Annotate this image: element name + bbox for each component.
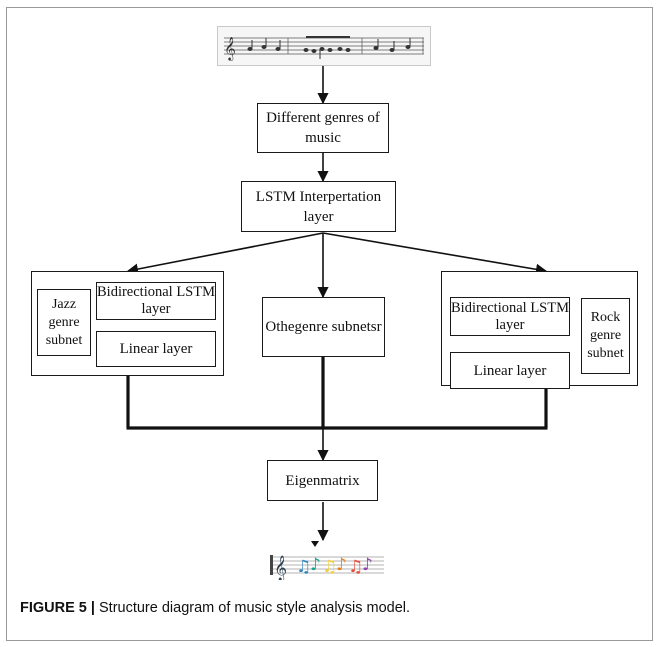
genres-label: Different genres of music (266, 110, 380, 146)
rock-linear-label: Linear layer (473, 362, 547, 379)
jazz-bilstm-box: Bidirectional LSTM layer (96, 282, 216, 320)
jazz-subnet-label: Jazz genre subnet (45, 296, 83, 348)
eigenmatrix-box: Eigenmatrix (267, 460, 378, 501)
rock-linear-box: Linear layer (450, 352, 570, 389)
figure-caption: FIGURE 5 | Structure diagram of music st… (20, 600, 410, 616)
colorful-notes-image: 𝄞 ♫ ♪ ♫ ♪ ♫ ♪ (270, 555, 384, 580)
jazz-subnet-box: Jazz genre subnet (37, 289, 91, 356)
svg-text:♪: ♪ (310, 555, 321, 575)
jazz-linear-label: Linear layer (119, 341, 193, 357)
svg-text:♫: ♫ (322, 557, 337, 577)
sheet-music-icon: 𝄞 (224, 36, 424, 61)
other-subnet-box: Othegenre subnetsr (262, 297, 385, 357)
lstm-interpretation-box: LSTM Interpertation layer (241, 181, 396, 232)
genres-box: Different genres of music (257, 103, 389, 153)
svg-text:♫: ♫ (348, 557, 363, 577)
svg-text:𝄞: 𝄞 (224, 36, 236, 61)
sheet-music-image: 𝄞 (217, 26, 431, 66)
svg-text:♪: ♪ (362, 555, 373, 575)
svg-text:♪: ♪ (336, 555, 347, 575)
rock-bilstm-box: Bidirectional LSTM layer (450, 297, 570, 336)
rock-subnet-label: Rock genre subnet (587, 310, 624, 361)
figure-caption-text: Structure diagram of music style analysi… (94, 600, 411, 616)
figure-label: FIGURE 5 | (20, 600, 95, 616)
svg-text:𝄞: 𝄞 (274, 555, 287, 580)
rock-bilstm-label: Bidirectional LSTM layer (451, 299, 569, 333)
eigenmatrix-label: Eigenmatrix (285, 472, 360, 489)
jazz-bilstm-label: Bidirectional LSTM layer (97, 284, 215, 317)
lstm-interpretation-label: LSTM Interpertation layer (255, 188, 382, 225)
other-subnet-label: Othegenre subnetsr (265, 319, 382, 335)
svg-text:♫: ♫ (296, 557, 311, 577)
jazz-linear-box: Linear layer (96, 331, 216, 367)
rock-subnet-box: Rock genre subnet (581, 298, 630, 374)
